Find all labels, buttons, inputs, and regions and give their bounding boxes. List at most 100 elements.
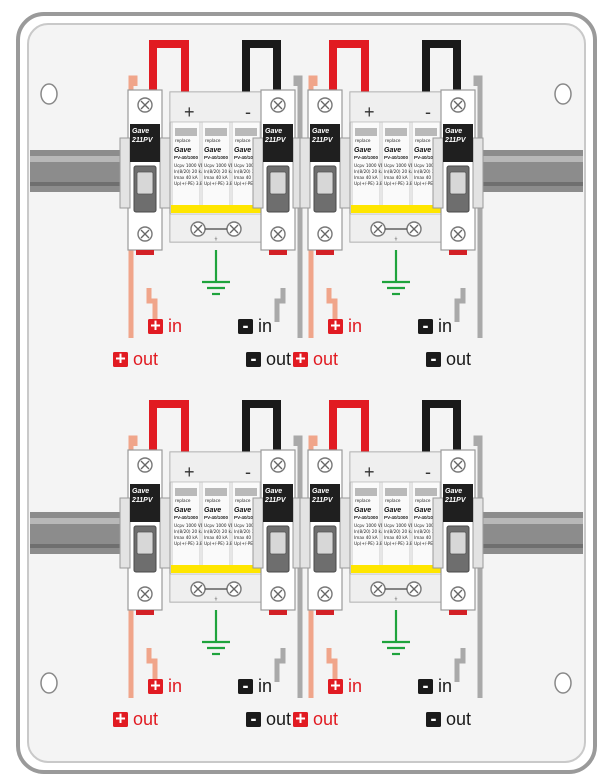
spd-spec-row: In(8/20) 20 kA: [234, 169, 264, 174]
spd-ground-mark: ⏚: [214, 596, 218, 601]
breaker-left-red-tab: [136, 610, 154, 615]
positive-in-badge-sign: +: [330, 676, 341, 696]
spd-spec-row: Imax 40 kA: [384, 535, 408, 540]
spd-replace-tag: replace: [175, 498, 191, 503]
spd-spec-row: In(8/20) 20 kA: [384, 529, 414, 534]
negative-in-badge: [418, 679, 433, 694]
breaker-right-screw-top-slot: [453, 100, 463, 110]
breaker-right-model: 211PV: [264, 497, 287, 504]
spd-replace-tag: replace: [175, 138, 191, 143]
spd-spec-row: In(8/20) 20 kA: [234, 529, 264, 534]
breaker-right-label-panel: [263, 124, 293, 162]
breaker-right-lever: [269, 171, 287, 195]
breaker-right-lever: [449, 171, 467, 195]
spd-module-model: PV-40/1000: [234, 155, 258, 160]
positive-in-wire: [146, 648, 158, 682]
positive-in-badge-sign: +: [150, 676, 161, 696]
spd-spec-row: Up(+/-PE) 3.8 kV: [354, 181, 389, 186]
spd-module-brand: Gave: [414, 507, 431, 514]
positive-in-badge-sign: +: [330, 316, 341, 336]
spd-spec-row: Up(+/-PE) 3.8 kV: [174, 541, 209, 546]
spd-spec-row: Up(+/-PE) 3.8 kV: [354, 541, 389, 546]
spd-spec-row: In(8/20) 20 kA: [174, 529, 204, 534]
spd-spec-row: In(8/20) 20 kA: [414, 529, 444, 534]
negative-in-badge: [418, 319, 433, 334]
breaker-left-screw-top-slot: [140, 460, 150, 470]
spd-module-brand: Gave: [354, 147, 371, 154]
ground-symbol-icon: [382, 610, 410, 656]
positive-out-badge-sign: +: [115, 709, 126, 729]
negative-out-label: out: [266, 709, 291, 729]
spd-spec-row: Imax 40 kA: [234, 175, 258, 180]
spd-module-brand: Gave: [384, 147, 401, 154]
spd-replace-tag: replace: [205, 138, 221, 143]
spd-module-window: [175, 128, 197, 136]
positive-jumper-wire: [149, 40, 189, 95]
spd-module-window: [235, 488, 257, 496]
breaker-right-red-tab: [449, 610, 467, 615]
spd-screw-ground-a-slot: [193, 584, 203, 594]
positive-out-badge: [293, 352, 308, 367]
spd-spec-row: Up(+/-PE) 3.8 kV: [204, 181, 239, 186]
spd-spec-row: Imax 40 kA: [414, 175, 438, 180]
breaker-left-model: 211PV: [311, 137, 334, 144]
positive-out-label: out: [133, 709, 158, 729]
breaker-right-brand: Gave: [265, 488, 282, 495]
spd-module-window: [355, 488, 377, 496]
negative-jumper-wire: [242, 40, 281, 95]
positive-in-badge: [148, 319, 163, 334]
spd-module-window: [205, 488, 227, 496]
positive-in-label: in: [168, 316, 182, 336]
negative-out-badge: [246, 712, 261, 727]
spd-module-window: [385, 488, 407, 496]
breaker-left-label-panel: [310, 484, 340, 522]
negative-in-badge-sign: -: [423, 316, 429, 336]
breaker-right-brand: Gave: [445, 128, 462, 135]
spd-screw-ground-a-slot: [373, 584, 383, 594]
spd-spec-row: Imax 40 kA: [384, 175, 408, 180]
breaker-right-clip: [432, 497, 444, 569]
spd-screw-ground-a-slot: [373, 224, 383, 234]
spd-spec-row: In(8/20) 20 kA: [354, 169, 384, 174]
breaker-left-brand: Gave: [312, 488, 329, 495]
breaker-right-red-tab: [449, 250, 467, 255]
negative-in-label: in: [258, 676, 272, 696]
spd-replace-tag: replace: [385, 138, 401, 143]
negative-out-badge: [426, 352, 441, 367]
spd-ground-mark: ⏚: [394, 236, 398, 241]
negative-in-badge-sign: -: [423, 676, 429, 696]
spd-replace-tag: replace: [355, 138, 371, 143]
negative-out-badge-sign: -: [251, 709, 257, 729]
spd-plus-mark: +: [184, 462, 195, 482]
mounting-hole: [40, 83, 58, 105]
negative-in-badge: [238, 679, 253, 694]
breaker-left-caption: DC 1000V: [312, 146, 333, 151]
breaker-right-caption: DC 1000V: [265, 506, 286, 511]
positive-in-badge: [328, 679, 343, 694]
breaker-left-lever: [316, 531, 334, 555]
negative-in-label: in: [438, 676, 452, 696]
breaker-right-label-panel: [263, 484, 293, 522]
negative-out-badge-sign: -: [431, 709, 437, 729]
spd-module-window: [235, 128, 257, 136]
spd-spec-row: Up(+/-PE) 3.8 kV: [414, 541, 449, 546]
positive-jumper-wire: [149, 400, 189, 455]
spd-spec-row: Ucpv 1000 VDC: [384, 163, 417, 168]
breaker-right-clip: [252, 137, 264, 209]
spd-spec-row: Up(+/-PE) 3.8 kV: [384, 181, 419, 186]
breaker-left-caption: DC 1000V: [132, 146, 153, 151]
spd-spec-row: Imax 40 kA: [414, 535, 438, 540]
negative-in-label: in: [258, 316, 272, 336]
positive-in-badge-sign: +: [150, 316, 161, 336]
negative-jumper-wire: [422, 40, 461, 95]
breaker-right-label-panel: [443, 484, 473, 522]
breaker-right-caption: DC 1000V: [445, 506, 466, 511]
spd-spec-row: Imax 40 kA: [204, 535, 228, 540]
spd-module-model: PV-40/1000: [384, 155, 408, 160]
spd-spec-row: In(8/20) 20 kA: [204, 169, 234, 174]
breaker-left-model: 211PV: [131, 137, 154, 144]
breaker-left-clip: [299, 137, 311, 209]
positive-in-label: in: [348, 676, 362, 696]
